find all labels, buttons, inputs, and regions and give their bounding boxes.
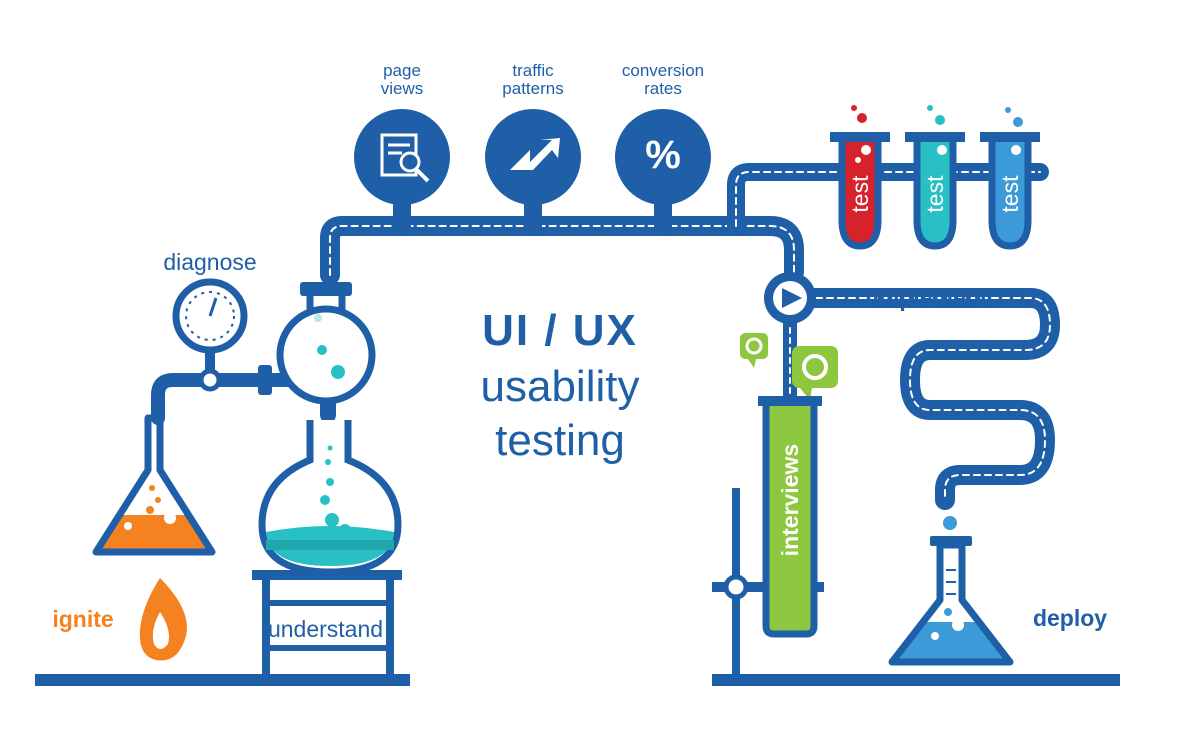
valve-icon — [764, 272, 816, 324]
test-tube-light-blue — [980, 107, 1040, 250]
ground-bar-left — [35, 674, 410, 686]
implement-label: implement — [872, 285, 988, 311]
understand-label: understand — [267, 616, 384, 642]
traffic-patterns-icon — [485, 109, 581, 205]
gauge-icon — [172, 278, 248, 392]
title-line-3: testing — [495, 416, 625, 465]
test-label-teal: test — [921, 175, 948, 213]
chat-bubble-small-icon — [740, 333, 768, 368]
ignite-flask — [92, 414, 216, 556]
diagnose-label: diagnose — [163, 249, 257, 275]
test-tube-teal — [905, 105, 965, 250]
percent-symbol: % — [645, 133, 681, 177]
ground-bar-right — [712, 674, 1120, 686]
deploy-flask — [888, 516, 1014, 666]
flask-stand — [252, 570, 402, 675]
chat-bubble-large-icon — [792, 346, 838, 400]
round-flask — [258, 282, 376, 405]
title-line-2: usability — [480, 362, 640, 411]
conversion-rates-icon — [615, 109, 711, 205]
title-line-1: UI / UX — [482, 306, 638, 355]
deploy-label: deploy — [1032, 605, 1108, 631]
test-label-light-blue: test — [996, 175, 1023, 213]
interviews-tube — [712, 396, 824, 674]
ignite-label: ignite — [52, 606, 114, 632]
interviews-label: interviews — [776, 443, 803, 557]
pipe-network — [151, 163, 1060, 510]
test-tube-red — [830, 105, 890, 250]
understand-flask — [258, 420, 402, 576]
test-label-red: test — [846, 175, 873, 213]
